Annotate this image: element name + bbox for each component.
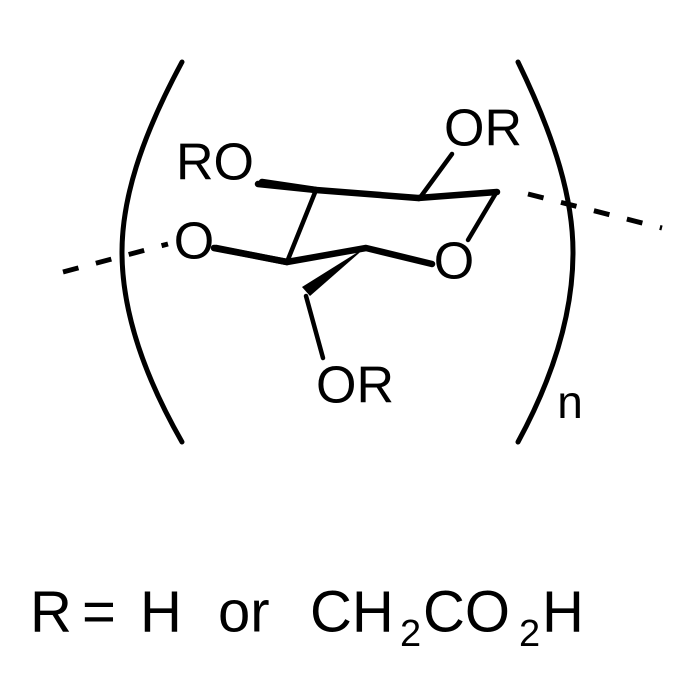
legend-variable-R: R [30,579,72,644]
left-parenthesis [119,59,185,445]
polymer-continuation-right [527,191,663,231]
label-upper-right-OR: OR [444,100,522,158]
legend-option-carboxymethyl-sub2: 2 [519,613,540,655]
bond-to-upper-left-OR [258,178,320,194]
bond-to-bottom-OR [303,293,326,361]
legend-option-carboxymethyl-CO: CO [423,579,510,644]
label-glycosidic-oxygen: O [174,213,214,271]
legend-option-carboxymethyl-H: H [542,579,584,644]
legend-option-carboxymethyl-sub1: 2 [400,613,421,655]
label-ring-oxygen: O [434,233,474,291]
right-parenthesis [515,59,576,445]
legend-conjunction-or: or [218,579,270,644]
polymer-continuation-left [62,241,169,275]
bond-to-upper-right-OR [416,151,455,202]
hydroxymethyl-wedge-bond [302,247,366,296]
bond-to-glycosidic-oxygen [212,244,291,266]
label-upper-left-OR: RO [176,134,254,192]
repeat-unit-subscript-n: n [557,376,583,428]
ring-right-oxygen-bond [465,190,499,243]
ring-left-vertical-bond [284,187,319,265]
legend-equals-sign: = [82,579,116,644]
legend-option-hydrogen: H [140,579,182,644]
legend-option-carboxymethyl-CH: CH [310,579,394,644]
label-bottom-OR: OR [316,357,394,415]
